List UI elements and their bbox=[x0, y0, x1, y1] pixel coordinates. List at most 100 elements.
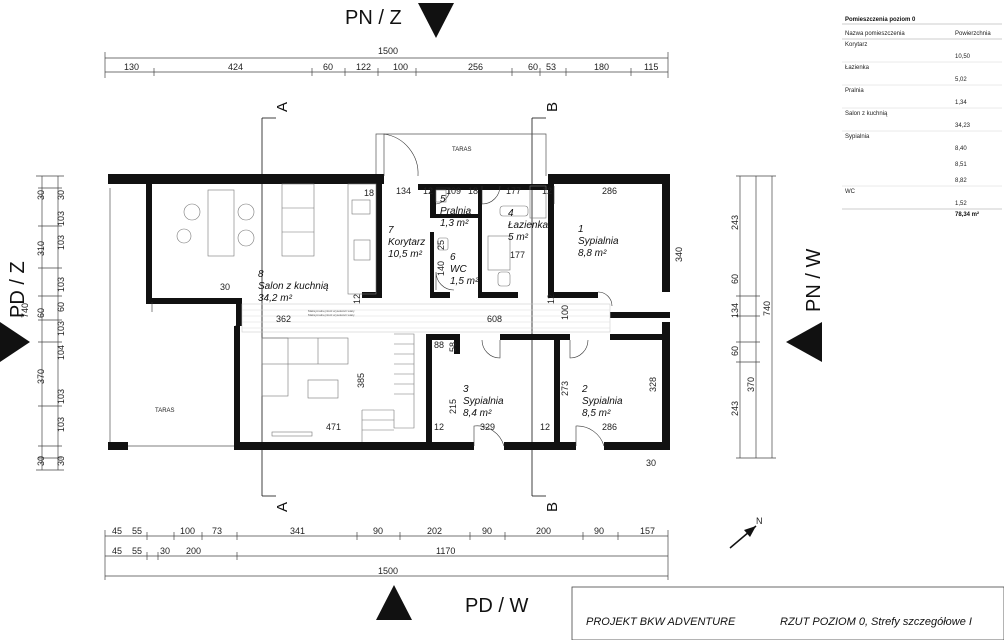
svg-text:10,50: 10,50 bbox=[955, 54, 971, 60]
bottom-dim: 45 bbox=[112, 526, 122, 536]
bottom-dim: 73 bbox=[212, 526, 222, 536]
svg-text:Sypialnia: Sypialnia bbox=[578, 236, 619, 247]
room-label-sypialnia-1: 1 Sypialnia 8,8 m² bbox=[578, 224, 619, 259]
svg-text:273: 273 bbox=[560, 381, 570, 396]
section-a-top-label: A bbox=[274, 102, 291, 112]
svg-text:30: 30 bbox=[220, 282, 230, 292]
top-dim: 60 bbox=[528, 62, 538, 72]
bottom-dim: 55 bbox=[132, 546, 142, 556]
svg-text:1,34: 1,34 bbox=[955, 100, 967, 106]
section-a-bottom-label: A bbox=[274, 502, 291, 512]
svg-text:5,02: 5,02 bbox=[955, 77, 967, 83]
left-dim: 103 bbox=[56, 417, 66, 432]
west-arrow-icon bbox=[0, 322, 30, 362]
right-dim: 243 bbox=[730, 401, 740, 416]
section-line-b bbox=[531, 117, 546, 497]
section-b-top-label: B bbox=[544, 102, 561, 112]
bottom-dim: 90 bbox=[482, 526, 492, 536]
top-dimension-lines bbox=[104, 52, 669, 78]
svg-text:1: 1 bbox=[578, 224, 584, 235]
top-dim: 60 bbox=[323, 62, 333, 72]
svg-text:12: 12 bbox=[542, 186, 552, 196]
top-dim: 424 bbox=[228, 62, 243, 72]
svg-text:8: 8 bbox=[258, 269, 264, 280]
svg-text:2: 2 bbox=[581, 384, 588, 395]
svg-text:Sypialnia: Sypialnia bbox=[845, 134, 870, 140]
left-dim: 104 bbox=[56, 345, 66, 360]
room-label-lazienka: 4 Łazienka 5 m² bbox=[508, 208, 548, 243]
svg-text:78,34 m²: 78,34 m² bbox=[955, 211, 979, 218]
svg-text:18: 18 bbox=[468, 186, 478, 196]
left-dim: 103 bbox=[56, 277, 66, 292]
svg-text:286: 286 bbox=[602, 422, 617, 432]
bottom-dim: 157 bbox=[640, 526, 655, 536]
corridor-hatching bbox=[242, 309, 610, 329]
bottom-dim: 341 bbox=[290, 526, 305, 536]
svg-text:12: 12 bbox=[546, 294, 556, 304]
svg-text:8,51: 8,51 bbox=[955, 162, 967, 168]
svg-text:Korytarz: Korytarz bbox=[845, 42, 867, 48]
note-line: Maksymalnej ilość wysokości wiaty bbox=[308, 309, 355, 313]
right-dim: 60 bbox=[730, 346, 740, 356]
svg-text:8,4 m²: 8,4 m² bbox=[463, 408, 492, 419]
bottom-dim: 200 bbox=[536, 526, 551, 536]
svg-text:Pomieszczenia poziom 0: Pomieszczenia poziom 0 bbox=[845, 17, 916, 23]
section-b-bottom-label: B bbox=[544, 502, 561, 512]
left-total-dim: 740 bbox=[20, 303, 30, 318]
orientation-left-label: PD / Z bbox=[7, 261, 29, 318]
right-dim: 60 bbox=[730, 274, 740, 284]
top-dim: 100 bbox=[393, 62, 408, 72]
svg-text:12: 12 bbox=[434, 422, 444, 432]
left-dim: 103 bbox=[56, 321, 66, 336]
svg-text:18: 18 bbox=[364, 188, 374, 198]
left-dim: 60 bbox=[56, 302, 66, 312]
right-dim: 243 bbox=[730, 215, 740, 230]
svg-text:7: 7 bbox=[388, 225, 394, 236]
svg-text:88: 88 bbox=[434, 340, 444, 350]
orientation-bottom-label: PD / W bbox=[465, 595, 528, 617]
svg-text:PROJEKT BKW ADVENTURE: PROJEKT BKW ADVENTURE bbox=[586, 616, 736, 628]
svg-text:58: 58 bbox=[448, 342, 458, 352]
bottom-dim: 202 bbox=[427, 526, 442, 536]
svg-text:N: N bbox=[756, 516, 763, 526]
bottom-dim: 90 bbox=[373, 526, 383, 536]
svg-text:1,3 m²: 1,3 m² bbox=[440, 218, 469, 229]
svg-text:5 m²: 5 m² bbox=[508, 232, 529, 243]
top-dim: 53 bbox=[546, 62, 556, 72]
inner-dimensions: 18 134 12 109 18 177 12 286 30 362 608 1… bbox=[220, 186, 617, 432]
svg-text:471: 471 bbox=[326, 422, 341, 432]
orientation-top-label: PN / Z bbox=[345, 7, 402, 29]
furniture bbox=[176, 183, 611, 442]
svg-text:8,82: 8,82 bbox=[955, 178, 967, 184]
svg-text:100: 100 bbox=[560, 305, 570, 320]
left-dim: 30 bbox=[56, 190, 66, 200]
left-dim: 103 bbox=[56, 235, 66, 250]
bottom-total-dim: 1500 bbox=[378, 566, 398, 576]
svg-text:Salon z kuchnią: Salon z kuchnią bbox=[845, 111, 888, 117]
svg-text:8,8 m²: 8,8 m² bbox=[578, 248, 607, 259]
note-line: Maksymalnej ilość wysokości wiaty bbox=[308, 313, 355, 317]
top-dim: 115 bbox=[644, 62, 658, 72]
right-dim: 328 bbox=[648, 377, 658, 392]
svg-text:Korytarz: Korytarz bbox=[388, 237, 425, 248]
east-arrow-icon bbox=[786, 322, 822, 362]
svg-text:134: 134 bbox=[396, 186, 411, 196]
right-dimension-lines bbox=[736, 175, 776, 459]
north-west-arrow-icon bbox=[418, 3, 454, 38]
svg-text:177: 177 bbox=[510, 250, 525, 260]
top-total-dim: 1500 bbox=[378, 46, 398, 56]
right-dim: 370 bbox=[746, 377, 756, 392]
title-block: PROJEKT BKW ADVENTURE RZUT POZIOM 0, Str… bbox=[571, 586, 1004, 640]
svg-text:Pralnia: Pralnia bbox=[845, 88, 864, 94]
svg-text:10,5 m²: 10,5 m² bbox=[388, 249, 423, 260]
svg-text:109: 109 bbox=[446, 186, 461, 196]
svg-text:1,52: 1,52 bbox=[955, 201, 967, 207]
svg-text:WC: WC bbox=[845, 189, 856, 195]
top-dim: 122 bbox=[356, 62, 371, 72]
svg-text:12: 12 bbox=[352, 294, 362, 304]
bottom-dim: 90 bbox=[594, 526, 604, 536]
top-dim: 256 bbox=[468, 62, 483, 72]
svg-text:1,5 m²: 1,5 m² bbox=[450, 276, 479, 287]
svg-text:25: 25 bbox=[436, 240, 446, 250]
room-label-pralnia: 5 Pralnia 1,3 m² bbox=[440, 194, 472, 229]
